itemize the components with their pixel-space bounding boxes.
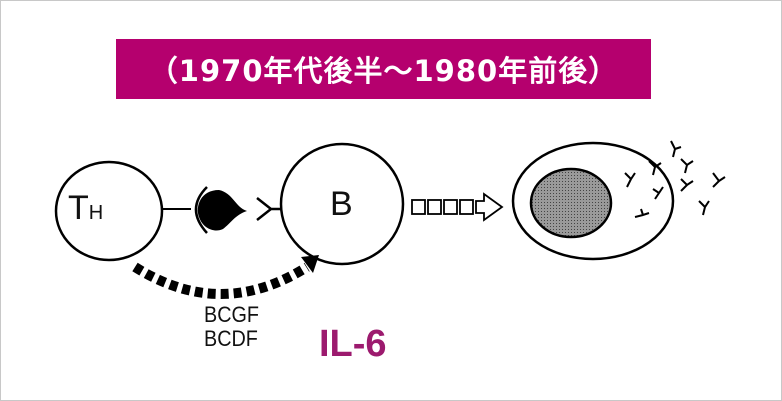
th-cell: [54, 160, 164, 262]
differentiation-arrow: [411, 192, 504, 222]
th-label: TH: [68, 189, 103, 228]
factor-labels: BCGF BCDF: [204, 303, 259, 351]
bcgf-label: BCGF: [204, 302, 260, 327]
signal-molecule: [197, 190, 247, 231]
receptor-bracket: [194, 186, 208, 234]
b-label: B: [330, 185, 353, 223]
plasma-cell-nucleus: [529, 167, 613, 239]
antibody-icons: [624, 140, 726, 218]
b-receptor-icon: [256, 197, 282, 221]
era-banner: （1970年代後半～1980年前後）: [116, 39, 651, 99]
bcdf-label: BCDF: [204, 326, 258, 351]
cytokine-dashed-arrow: [132, 255, 319, 299]
th-label-main: T: [68, 189, 89, 227]
il6-label: IL-6: [319, 323, 387, 365]
th-label-subscript: H: [88, 202, 104, 224]
b-cell: [279, 142, 405, 266]
